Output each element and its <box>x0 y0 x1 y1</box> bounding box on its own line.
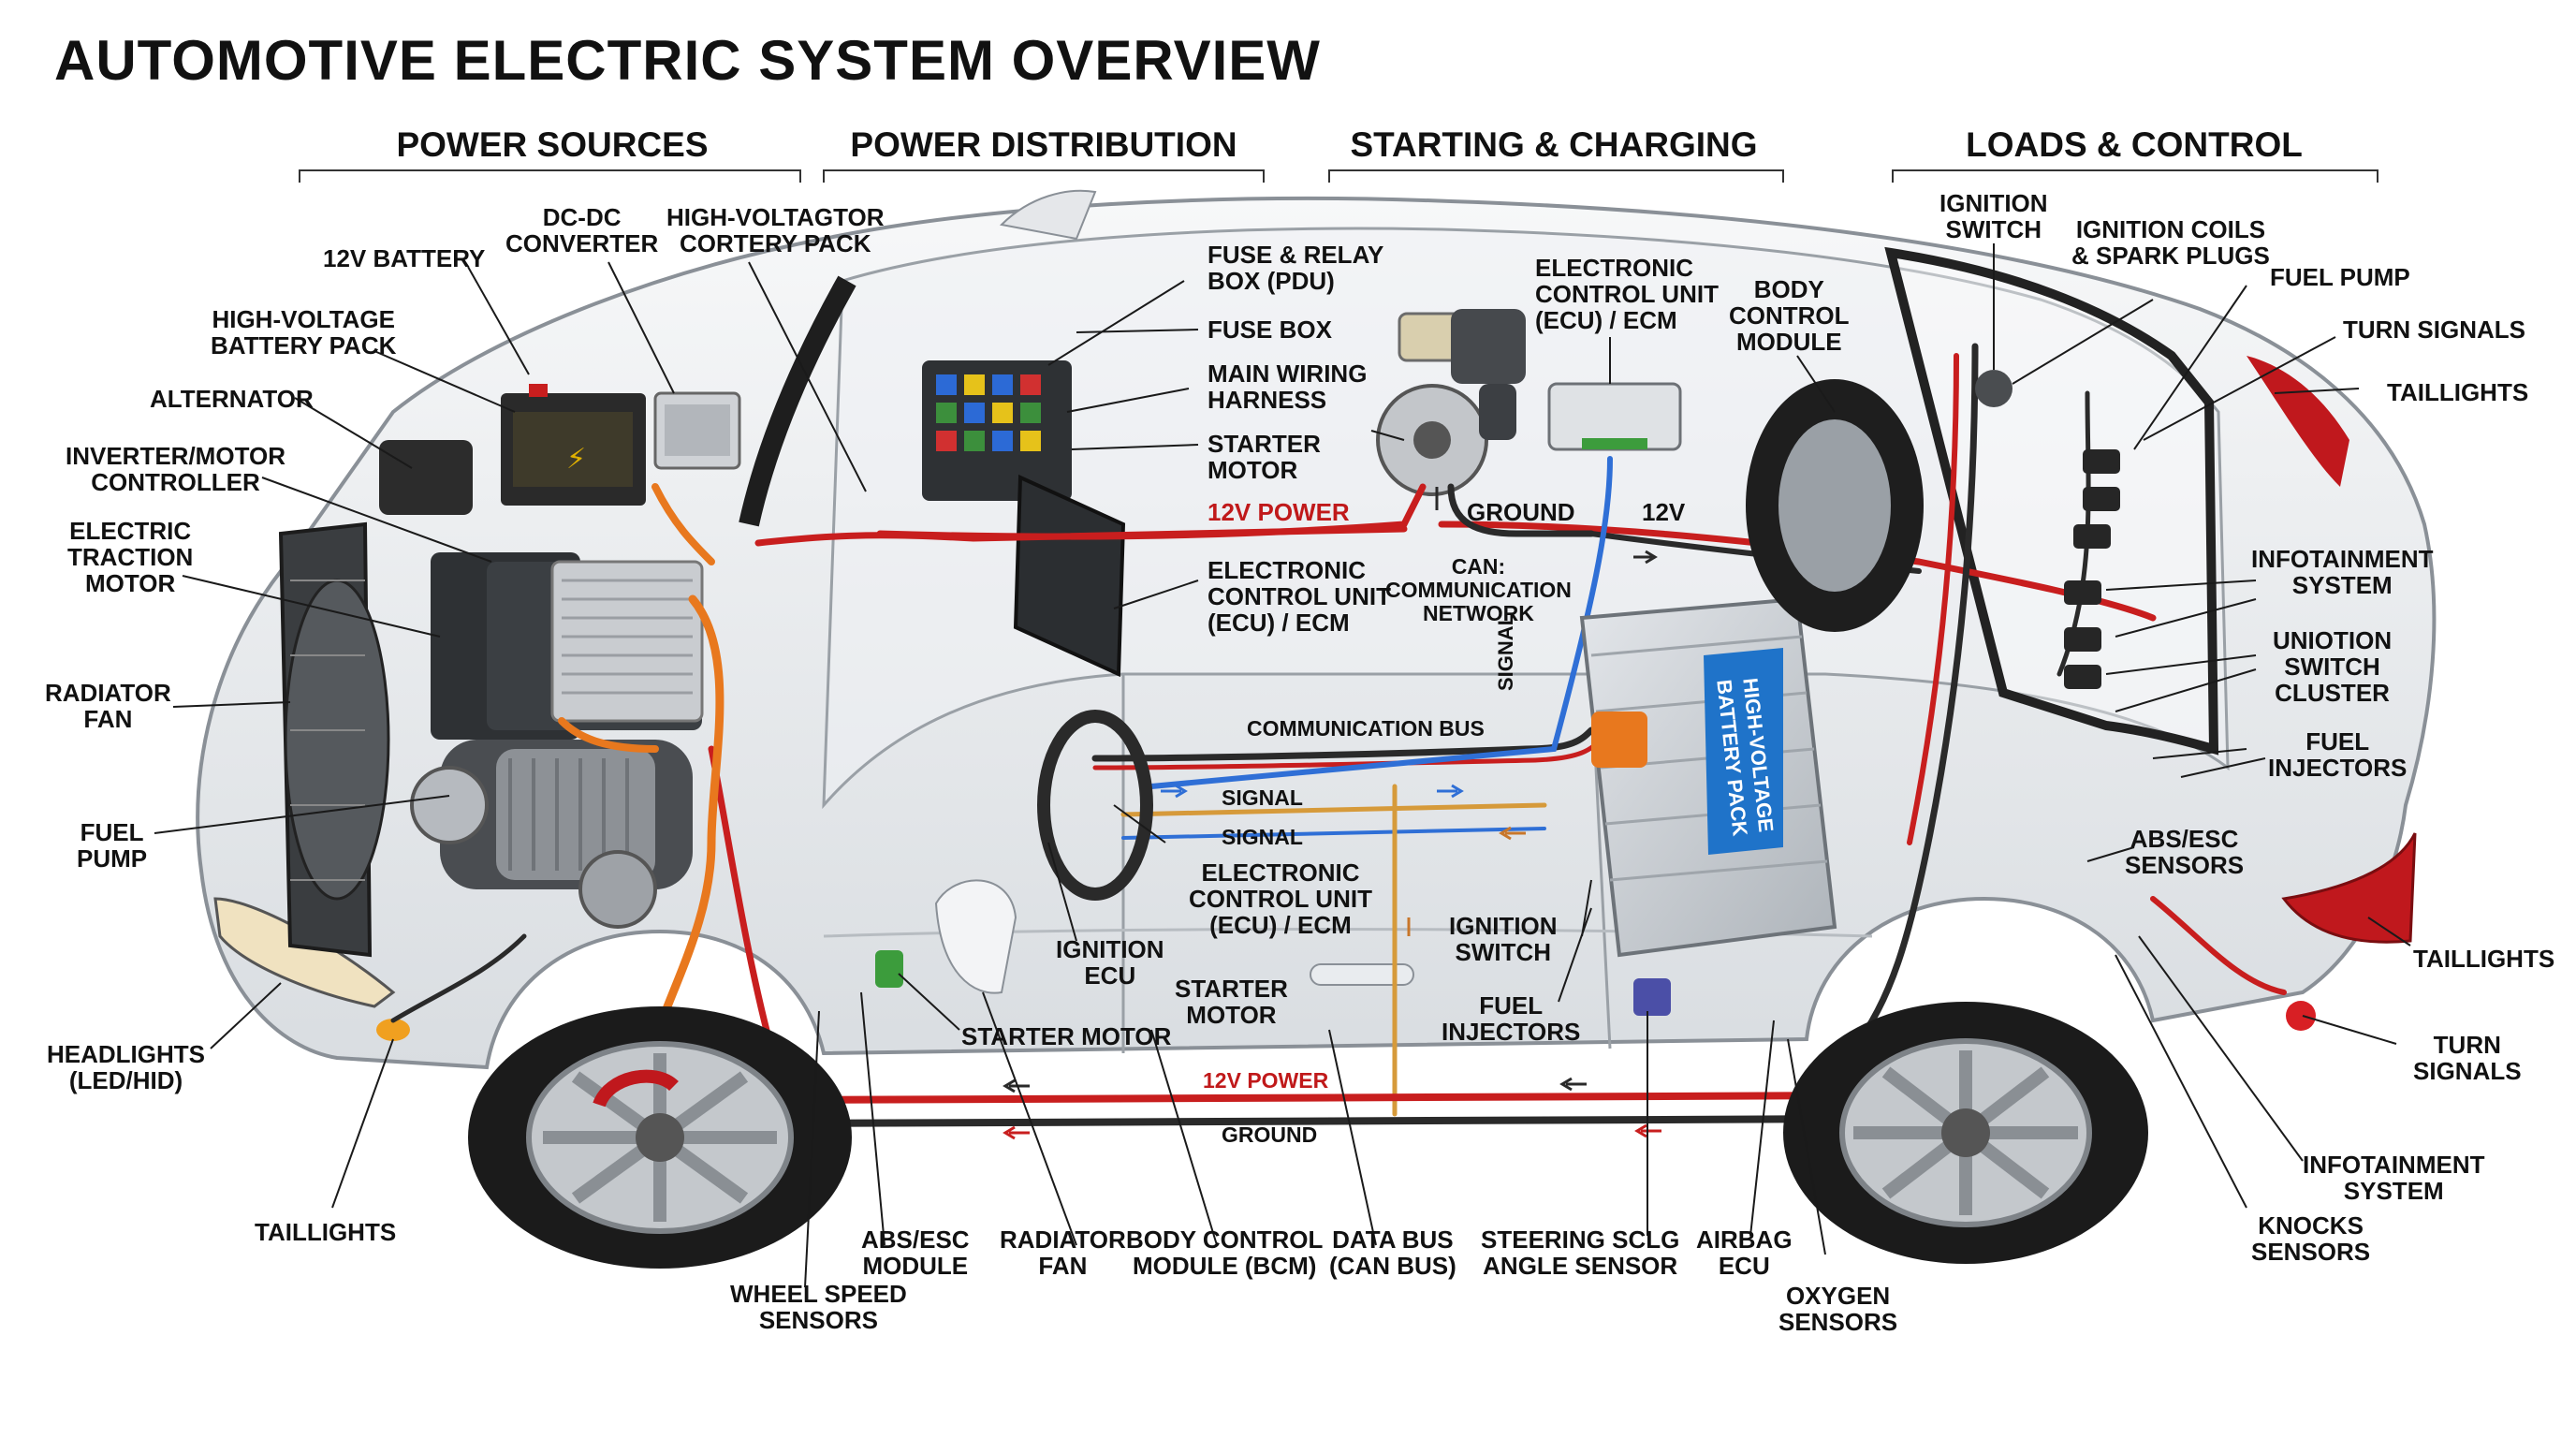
label-fuse-box: FUSE BOX <box>1208 315 1332 344</box>
label-fuel-injectors-right: FUEL INJECTORS <box>2268 727 2408 782</box>
label-12v-battery: 12V BATTERY <box>323 244 486 272</box>
rear-wheel-illus <box>1783 1002 2148 1264</box>
label-fuel-pump-right: FUEL PUMP <box>2270 263 2410 291</box>
ignition-coils-illus <box>1975 370 2120 689</box>
label-airbag-ecu: AIRBAG ECU <box>1696 1225 1793 1280</box>
label-traction-motor: ELECTRIC TRACTION MOTOR <box>67 517 194 597</box>
label-fuse-relay-box: FUSE & RELAY BOX (PDU) <box>1208 241 1384 295</box>
label-fuel-pump-left: FUEL PUMP <box>77 818 148 873</box>
label-taillights-top: TAILLIGHTS <box>2387 378 2529 406</box>
label-main-wiring-harness: MAIN WIRING HARNESS <box>1208 360 1368 414</box>
label-abs-esc-module: ABS/ESC MODULE <box>861 1225 970 1280</box>
label-ignition-switch-mid: IGNITION SWITCH <box>1449 912 1558 966</box>
label-communication-bus: COMMUNICATION BUS <box>1247 716 1485 741</box>
label-ecu-mid: ELECTRONIC CONTROL UNIT (ECU) / ECM <box>1208 556 1391 637</box>
label-data-bus: DATA BUS (CAN BUS) <box>1329 1225 1456 1280</box>
label-ignition-ecu: IGNITION ECU <box>1056 935 1164 990</box>
label-taillights-front: TAILLIGHTS <box>255 1218 397 1246</box>
label-starter-motor-top: STARTER MOTOR <box>1208 430 1321 484</box>
radiator-fan-illus <box>278 521 390 958</box>
label-oxygen-sensors: OXYGEN SENSORS <box>1778 1282 1898 1336</box>
svg-text:⚡: ⚡ <box>566 444 586 475</box>
label-turn-signals-right: TURN SIGNALS <box>2413 1031 2522 1085</box>
section-loads-control: LOADS & CONTROL <box>1966 125 2303 164</box>
label-starter-motor-mid: STARTER MOTOR <box>1175 975 1288 1029</box>
section-brackets <box>299 169 2378 183</box>
hv-battery-illus <box>1579 596 1837 1016</box>
label-headlights: HEADLIGHTS (LED/HID) <box>47 1040 205 1094</box>
label-bcm-top: BODY CONTROL MODULE <box>1729 275 1850 356</box>
label-starter-motor-low: STARTER MOTOR <box>961 1022 1172 1050</box>
label-abs-esc-sensors: ABS/ESC SENSORS <box>2125 825 2245 879</box>
label-fuel-injectors-mid: FUEL INJECTORS <box>1442 991 1581 1046</box>
label-ignition-switch-top: IGNITION SWITCH <box>1939 189 2048 243</box>
section-starting-charging: STARTING & CHARGING <box>1350 125 1758 164</box>
label-signal-2: SIGNAL <box>1222 825 1303 849</box>
label-ground-bottom: GROUND <box>1222 1123 1318 1147</box>
label-infotainment-bottom: INFOTAINMENT SYSTEM <box>2303 1151 2485 1205</box>
label-ecu-lower: ELECTRONIC CONTROL UNIT (ECU) / ECM <box>1189 858 1372 939</box>
leader-lines <box>154 243 2411 1288</box>
label-radiator-fan-bottom: RADIATOR FAN <box>1000 1225 1126 1280</box>
label-bcm-bottom: BODY CONTROL MODULE (BCM) <box>1126 1225 1324 1280</box>
label-dcdc-converter: DC-DC CONVERTER <box>505 203 659 257</box>
front-wheel-illus <box>468 1006 852 1269</box>
fuse-box-illus <box>922 360 1126 678</box>
rear-upper-wheel-illus <box>1746 379 1924 632</box>
label-can-network: CAN: COMMUNICATION NETWORK <box>1385 554 1572 625</box>
label-12v-power-top: 12V POWER <box>1208 498 1350 526</box>
label-ground-top: GROUND <box>1467 498 1575 526</box>
flow-arrows <box>1003 487 1661 1140</box>
label-12v-right: 12V <box>1642 498 1686 526</box>
steering-wheel-illus <box>1037 710 1153 901</box>
label-ignition-coils: IGNITION COILS & SPARK PLUGS <box>2071 215 2270 270</box>
label-turn-signals-top: TURN SIGNALS <box>2343 315 2525 344</box>
label-hv-battery-pack-left: HIGH-VOLTAGE BATTERY PACK <box>211 305 397 360</box>
starter-alternator-illus <box>1376 309 1682 496</box>
label-inverter-controller: INVERTER/MOTOR CONTROLLER <box>66 442 285 496</box>
label-wheel-speed-sensors: WHEEL SPEED SENSORS <box>730 1280 907 1334</box>
label-steering-sensor: STEERING SCLG ANGLE SENSOR <box>1481 1225 1680 1280</box>
label-alternator: ALTERNATOR <box>150 385 314 413</box>
section-power-sources: POWER SOURCES <box>396 125 709 164</box>
label-uniotion-cluster: UNIOTION SWITCH CLUSTER <box>2273 626 2393 707</box>
label-12v-power-bottom: 12V POWER <box>1203 1068 1329 1093</box>
label-radiator-fan-left: RADIATOR FAN <box>45 679 171 733</box>
label-taillights-right: TAILLIGHTS <box>2413 945 2555 973</box>
label-infotainment-top: INFOTAINMENT SYSTEM <box>2251 545 2434 599</box>
label-signal-1: SIGNAL <box>1222 785 1303 810</box>
label-ecu-top: ELECTRONIC CONTROL UNIT (ECU) / ECM <box>1535 254 1719 334</box>
label-knocks-sensors: KNOCKS SENSORS <box>2251 1211 2371 1266</box>
label-signal-vertical: SIGNAL <box>1494 612 1517 691</box>
diagram-title: AUTOMOTIVE ELECTRIC SYSTEM OVERVIEW <box>54 29 1321 92</box>
section-power-distribution: POWER DISTRIBUTION <box>850 125 1237 164</box>
engine-bay-illus: ⚡ <box>379 384 741 929</box>
label-hv-cortery-pack: HIGH-VOLTAGTOR CORTERY PACK <box>666 203 885 257</box>
